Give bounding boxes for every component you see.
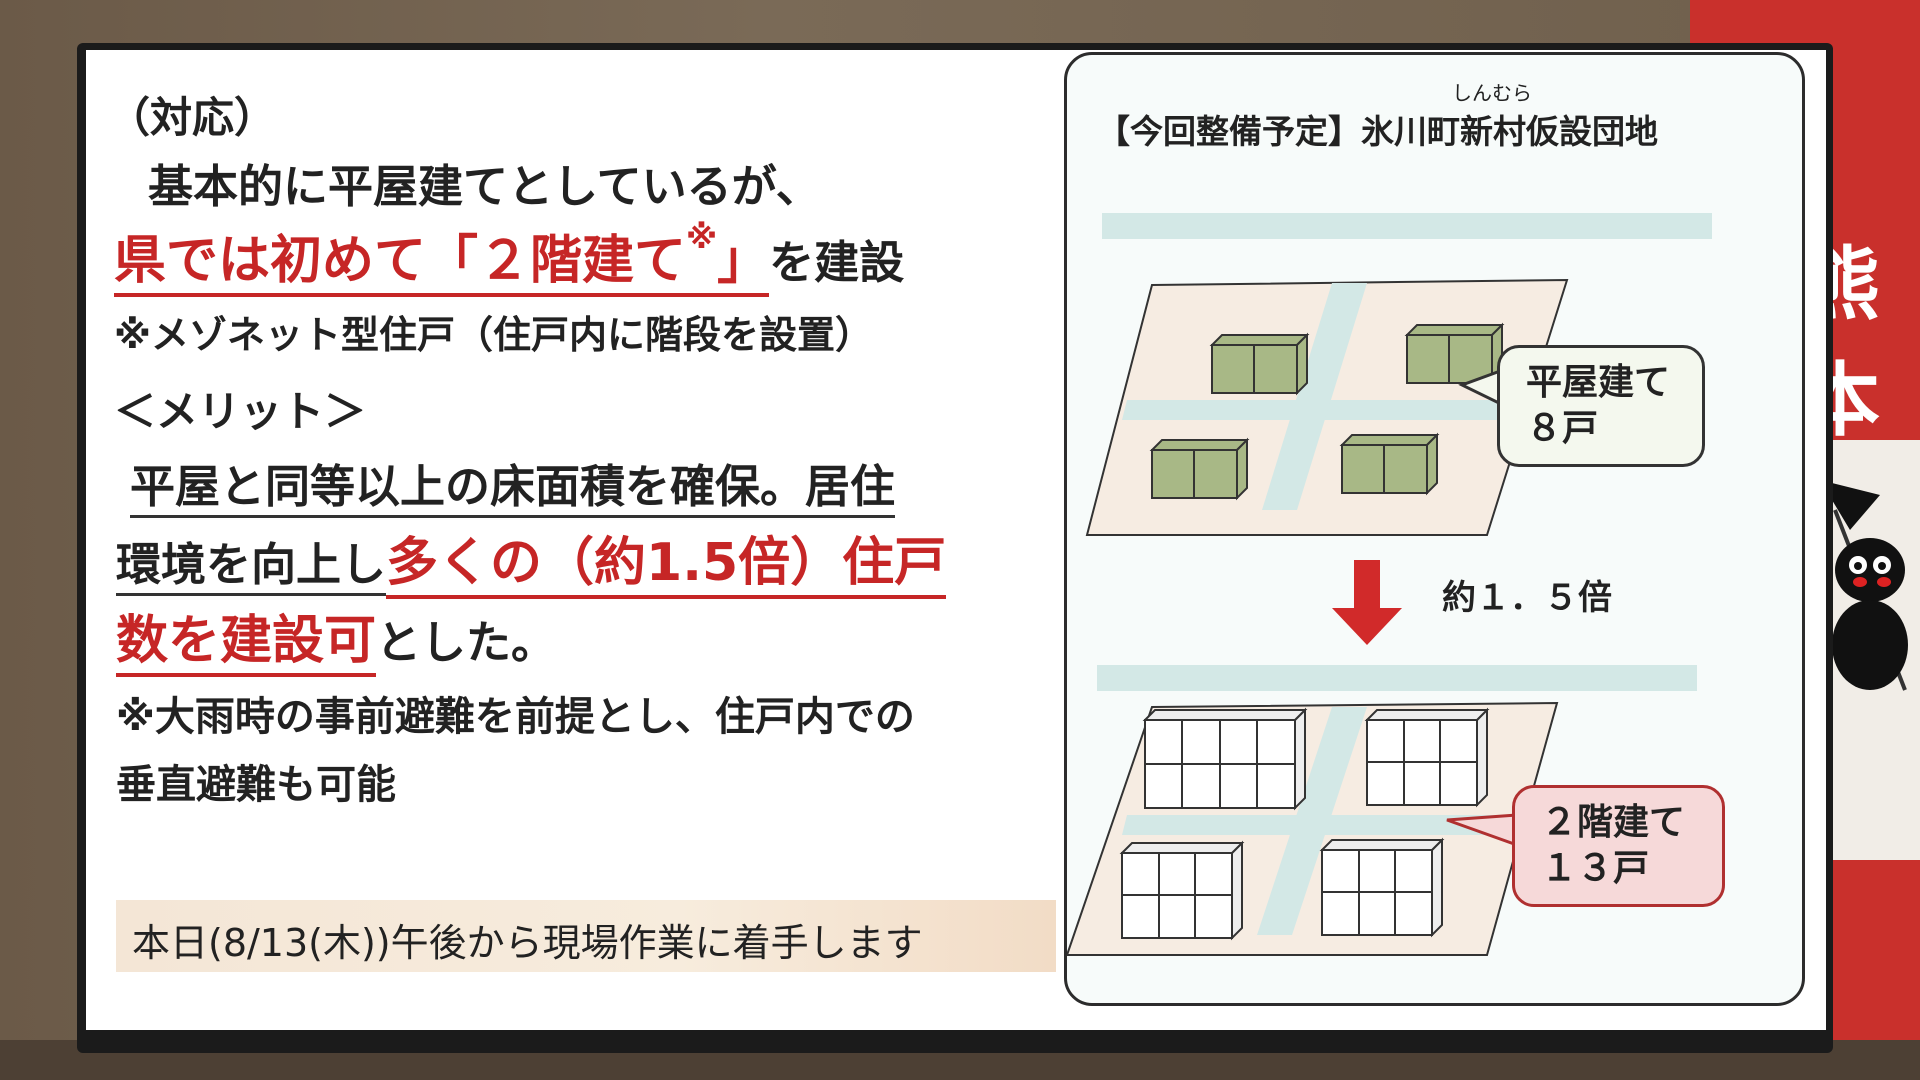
callout-two-story-type: ２階建て: [1541, 802, 1686, 843]
note-maisonette: ※メゾネット型住戸（住戸内に階段を設置）: [114, 313, 873, 357]
house-3: [1149, 437, 1250, 501]
callout-two-story-count: １３戸: [1541, 848, 1650, 889]
two-story-house-1: [1142, 707, 1308, 811]
line-basic-policy: 基本的に平屋建てとしているが、: [148, 160, 821, 213]
note-evacuation-2: 垂直避難も可能: [116, 762, 396, 808]
heading-response: （対応）: [108, 93, 277, 142]
road-bottom: [1097, 665, 1697, 691]
note-evacuation-1: ※大雨時の事前避難を前提とし、住戸内での: [116, 694, 915, 740]
merit-line-2: 環境を向上し多くの（約1.5倍）住戸: [116, 520, 947, 599]
merit-line-1: 平屋と同等以上の床面積を確保。居住: [130, 450, 896, 518]
callout-one-story-count: ８戸: [1526, 408, 1599, 449]
site-title: 【今回整備予定】氷川町新村仮設団地: [1097, 112, 1658, 151]
road-bottom-vertical: [1257, 707, 1367, 935]
house-2: [1404, 322, 1505, 386]
site-layout-diagram: [1067, 213, 1712, 956]
two-story-house-2: [1364, 707, 1490, 808]
notice-bar: [116, 900, 1056, 972]
line-two-story: 県では初めて「２階建て※」を建設: [114, 218, 904, 297]
two-story-house-4: [1319, 837, 1445, 938]
mascot-illustration: [1820, 480, 1908, 691]
merit-heading: ＜メリット＞: [114, 387, 367, 436]
arrow-down-icon: [1332, 560, 1402, 645]
title-ruby: しんむら: [1452, 81, 1532, 105]
road-top-cross: [1122, 400, 1537, 420]
notice-text: 本日(8/13(木))午後から現場作業に着手します: [132, 921, 923, 965]
callout-two-story: ２階建て １３戸: [1512, 785, 1725, 907]
two-story-highlight: 県では初めて「２階建て※」: [114, 218, 770, 297]
house-1: [1209, 332, 1310, 396]
ratio-label: 約１．５倍: [1442, 578, 1612, 618]
merit-highlight-1: 多くの（約1.5倍）住戸: [386, 533, 947, 599]
callout-one-story-type: 平屋建て: [1526, 362, 1671, 403]
house-4: [1339, 432, 1440, 496]
road-bottom-cross: [1122, 815, 1537, 835]
merit-line-3: 数を建設可とした。: [116, 598, 556, 677]
callout-one-story: 平屋建て ８戸: [1497, 345, 1705, 467]
site-diagram-panel: しんむら 【今回整備予定】氷川町新村仮設団地: [1064, 52, 1805, 1006]
two-story-house-3: [1119, 840, 1245, 941]
merit-highlight-2: 数を建設可: [116, 611, 377, 677]
presentation-slide: （対応） 基本的に平屋建てとしているが、 県では初めて「２階建て※」を建設 ※メ…: [86, 50, 1826, 1030]
road-top-vertical: [1262, 283, 1367, 510]
road-top: [1102, 213, 1712, 239]
